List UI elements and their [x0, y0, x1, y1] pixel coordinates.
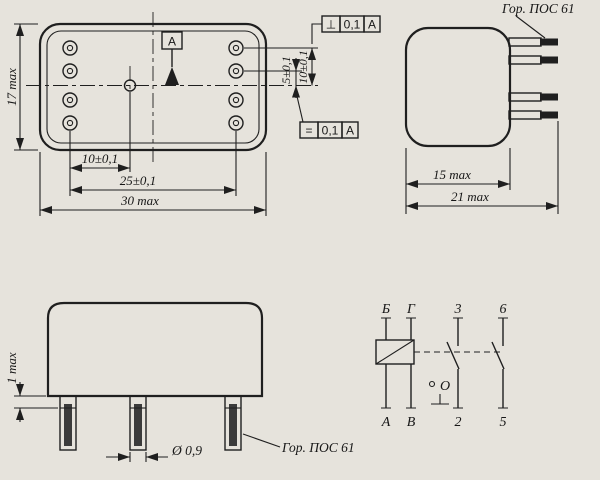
terminal-label-6: 6	[500, 302, 507, 317]
dim-10-bottom-label: 10±0,1	[82, 151, 118, 166]
coil-diagonal	[375, 339, 415, 365]
tol-top-value: 0,1	[344, 18, 361, 32]
dim-25-label: 25±0,1	[120, 173, 156, 188]
side-pins	[508, 37, 558, 120]
dim-1max: 1 max	[4, 352, 58, 422]
dim-21max-label: 21 max	[451, 189, 489, 204]
terminal-label-5: 5	[500, 415, 507, 430]
dim-30max-label: 30 max	[120, 193, 159, 208]
tol-bottom-value: 0,1	[322, 124, 339, 138]
dim-pin-diameter: Ø 0,9	[106, 443, 202, 462]
coil-leads-bottom	[385, 364, 412, 408]
side-view: Гор. ПОС 61 15 max 21 max	[404, 1, 575, 214]
center-hole	[123, 79, 137, 92]
tolerance-frame-bottom: = 0,1 А	[295, 91, 359, 139]
solder-note-bottom: Гор. ПОС 61	[281, 440, 355, 455]
datum-triangle-icon	[165, 67, 179, 85]
contact-leads-top	[457, 318, 504, 346]
dim-side-group: 15 max 21 max	[405, 121, 559, 214]
solder-leader-top	[515, 15, 546, 39]
pin-holes	[62, 40, 244, 131]
tol-bottom-datum: А	[346, 124, 354, 138]
terminal-label-a: А	[381, 415, 391, 430]
front-body-outline	[46, 301, 264, 398]
solder-note-top: Гор. ПОС 61	[501, 1, 575, 16]
front-pins	[59, 395, 242, 451]
dim-right-group: 5±0,1 10±0,1	[244, 47, 318, 98]
actuator-label: O	[440, 379, 450, 394]
contact-blades	[446, 341, 505, 370]
dim-bottom-group: 10±0,1 25±0,1 30 max	[39, 92, 267, 216]
terminal-label-v: В	[407, 415, 416, 430]
tol-top-datum: А	[368, 18, 376, 32]
dim-pin-dia-label: Ø 0,9	[171, 443, 202, 458]
solder-leader-bottom	[242, 433, 281, 448]
actuator-symbol: O	[428, 379, 450, 405]
terminal-label-g: Г	[406, 302, 416, 317]
terminal-label-3: 3	[454, 302, 462, 317]
schematic-view: Б Г 3 6 O А В 2 5	[375, 302, 508, 430]
dim-10-right-label: 10±0,1	[296, 50, 310, 84]
plan-view: А 17 max 5±0,1 10±0,1 ⊥ 0,1	[4, 12, 381, 216]
tol-top-symbol: ⊥	[326, 18, 336, 32]
dim-15max-label: 15 max	[433, 167, 471, 182]
terminal-label-2: 2	[455, 415, 462, 430]
dim-17max-label: 17 max	[4, 68, 19, 106]
front-view: 1 max Ø 0,9 Гор. ПОС 61	[4, 301, 355, 462]
dim-5-label: 5±0,1	[279, 56, 293, 84]
datum-letter: А	[168, 35, 176, 49]
terminal-label-b: Б	[381, 302, 390, 317]
dim-17max: 17 max	[4, 23, 38, 151]
tolerance-frame-top: ⊥ 0,1 А	[311, 15, 381, 44]
tol-bottom-symbol: =	[305, 124, 312, 138]
side-body-outline	[404, 26, 512, 148]
datum-symbol: А	[161, 31, 183, 85]
coil-leads-top	[385, 318, 412, 340]
dim-1max-label: 1 max	[4, 352, 19, 384]
contact-leads-bottom	[457, 369, 504, 408]
